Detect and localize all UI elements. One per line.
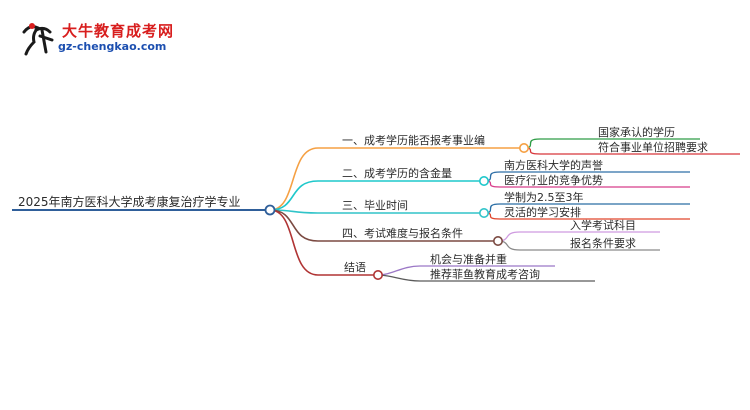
branch-node-knob[interactable] [478, 208, 489, 219]
branch-node-label[interactable]: 四、考试难度与报名条件 [342, 226, 463, 240]
child-node-label[interactable]: 推荐菲鱼教育成考咨询 [430, 267, 540, 281]
child-node-label[interactable]: 机会与准备并重 [430, 252, 507, 266]
brand: 大牛教育成考网 gz-chengkao.com [18, 18, 173, 58]
branch-node-knob[interactable] [518, 143, 529, 154]
bull-calligraphy-icon [22, 23, 54, 56]
child-node-label[interactable]: 报名条件要求 [570, 236, 636, 250]
child-connector [377, 274, 421, 282]
branch-node-knob[interactable] [478, 176, 489, 187]
branch-connector [269, 209, 319, 276]
branch-connector [269, 180, 319, 211]
child-node-label[interactable]: 医疗行业的竞争优势 [504, 173, 603, 187]
root-node-knob[interactable] [264, 204, 276, 216]
child-node-label[interactable]: 入学考试科目 [570, 218, 636, 232]
branch-connector [269, 147, 319, 211]
child-connector [377, 265, 421, 276]
branch-connector [269, 209, 319, 242]
branch-node-knob[interactable] [492, 236, 503, 247]
child-node-label[interactable]: 灵活的学习安排 [504, 205, 581, 219]
child-node-label[interactable]: 学制为2.5至3年 [504, 190, 584, 204]
branch-node-knob[interactable] [372, 269, 383, 280]
brand-name[interactable]: 大牛教育成考网 [62, 22, 175, 40]
child-node-label[interactable]: 国家承认的学历 [598, 125, 675, 139]
branch-node-label[interactable]: 一、成考学历能否报考事业编 [342, 133, 485, 147]
child-node-label[interactable]: 南方医科大学的声誉 [504, 158, 603, 172]
branch-node-label[interactable]: 结语 [344, 261, 366, 274]
brand-url[interactable]: gz-chengkao.com [58, 40, 167, 53]
branch-node-label[interactable]: 二、成考学历的含金量 [342, 166, 452, 180]
mindmap-edges [269, 138, 740, 282]
root-node-label[interactable]: 2025年南方医科大学成考康复治疗学专业 [18, 194, 241, 209]
child-node-label[interactable]: 符合事业单位招聘要求 [598, 140, 708, 154]
mindmap-nodes: 2025年南方医科大学成考康复治疗学专业 一、成考学历能否报考事业编 国家承认的学历… [12, 125, 708, 281]
branch-node-label[interactable]: 三、毕业时间 [342, 199, 408, 212]
